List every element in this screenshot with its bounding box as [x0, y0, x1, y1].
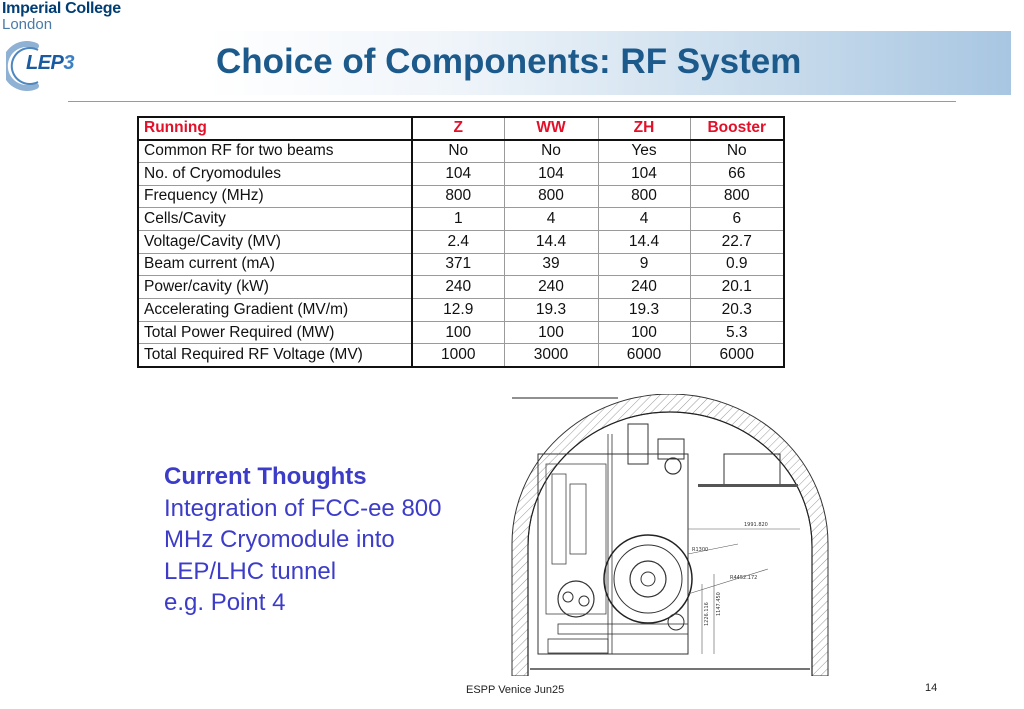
table-cell: 800 [689, 184, 785, 209]
rf-parameters-table: Running Z WW ZH Booster Common RF for tw… [137, 116, 785, 368]
table-header-row: Running Z WW ZH Booster [137, 116, 785, 141]
thoughts-line: e.g. Point 4 [164, 589, 286, 616]
table-cell: 9 [597, 252, 691, 277]
table-cell: 371 [411, 252, 505, 277]
table-cell: 800 [503, 184, 599, 209]
page-number: 14 [925, 682, 938, 694]
table-cell: 1 [411, 207, 505, 231]
table-row-label: Power/cavity (kW) [137, 275, 413, 299]
table-header-cell: Booster [689, 116, 785, 141]
table-cell: 104 [411, 161, 505, 186]
table-cell: 104 [503, 161, 599, 186]
table-cell: No [503, 139, 599, 163]
table-cell: 4 [597, 207, 691, 231]
thoughts-line: Integration of FCC-ee 800 [164, 494, 442, 522]
dimension-label: R1300 [692, 547, 708, 553]
table-cell: 4 [503, 207, 599, 231]
table-cell: 14.4 [503, 229, 599, 254]
table-row-label: No. of Cryomodules [137, 161, 413, 186]
lep-label: LEP [26, 52, 64, 74]
lep3-logo-text: LEP3 [26, 52, 75, 75]
slide-title: Choice of Components: RF System [216, 42, 802, 81]
table-cell: 14.4 [597, 229, 691, 254]
table-cell: 3000 [503, 343, 599, 368]
table-cell: 240 [503, 275, 599, 299]
table-row-label: Beam current (mA) [137, 252, 413, 277]
table-cell: 100 [503, 320, 599, 345]
logo-line-1: Imperial College [2, 0, 121, 17]
table-cell: 240 [597, 275, 691, 299]
table-cell: Yes [597, 139, 691, 163]
table-cell: 800 [597, 184, 691, 209]
lep-number: 3 [63, 52, 75, 74]
table-row-label: Common RF for two beams [137, 139, 413, 163]
table-cell: 100 [411, 320, 505, 345]
dimension-label: R4452.172 [730, 575, 757, 581]
table-cell: 5.3 [689, 320, 785, 345]
table-header-cell: Running [137, 116, 413, 141]
table-header-cell: ZH [597, 116, 691, 141]
table-cell: 1000 [411, 343, 505, 368]
table-cell: 39 [503, 252, 599, 277]
table-cell: 104 [597, 161, 691, 186]
table-cell: 800 [411, 184, 505, 209]
table-cell: 240 [411, 275, 505, 299]
dimension-label: 1991.820 [744, 522, 768, 528]
table-row-label: Voltage/Cavity (MV) [137, 229, 413, 254]
thoughts-line: LEP/LHC tunnel [164, 557, 337, 585]
table-row-label: Total Power Required (MW) [137, 320, 413, 345]
table-cell: 0.9 [689, 252, 785, 277]
dimension-label: 1147.450 [716, 592, 722, 616]
table-cell: 6000 [597, 343, 691, 368]
table-cell: 6000 [689, 343, 785, 368]
imperial-college-logo: Imperial College London [2, 0, 122, 33]
table-cell: 22.7 [689, 229, 785, 254]
title-band [206, 31, 1011, 95]
table-row-label: Total Required RF Voltage (MV) [137, 343, 413, 368]
dimension-label: 1226.116 [704, 602, 710, 626]
footer-text: ESPP Venice Jun25 [466, 684, 565, 696]
table-cell: 12.9 [411, 298, 505, 322]
table-cell: No [411, 139, 505, 163]
table-row-label: Accelerating Gradient (MV/m) [137, 298, 413, 322]
current-thoughts-box: Current Thoughts Integration of FCC-ee 8… [164, 461, 494, 619]
logo-line-2: London [2, 16, 53, 33]
thoughts-line: MHz Cryomodule into [164, 526, 395, 553]
lep3-logo-icon [6, 41, 39, 91]
table-row-label: Frequency (MHz) [137, 184, 413, 209]
table-cell: 20.3 [689, 298, 785, 322]
table-cell: 19.3 [597, 298, 691, 322]
table-cell: 100 [597, 320, 691, 345]
table-row-label: Cells/Cavity [137, 207, 413, 231]
table-cell: 19.3 [503, 298, 599, 322]
table-cell: 2.4 [411, 229, 505, 254]
table-cell: No [689, 139, 785, 163]
table-cell: 66 [689, 161, 785, 186]
title-divider [68, 101, 956, 102]
table-cell: 6 [689, 207, 785, 231]
thoughts-heading: Current Thoughts [164, 463, 367, 490]
tunnel-cross-section-drawing: 1991.820 R1300 R4452.172 1147.450 1226.1… [511, 394, 829, 676]
table-cell: 20.1 [689, 275, 785, 299]
table-header-cell: WW [503, 116, 599, 141]
table-header-cell: Z [411, 116, 505, 141]
